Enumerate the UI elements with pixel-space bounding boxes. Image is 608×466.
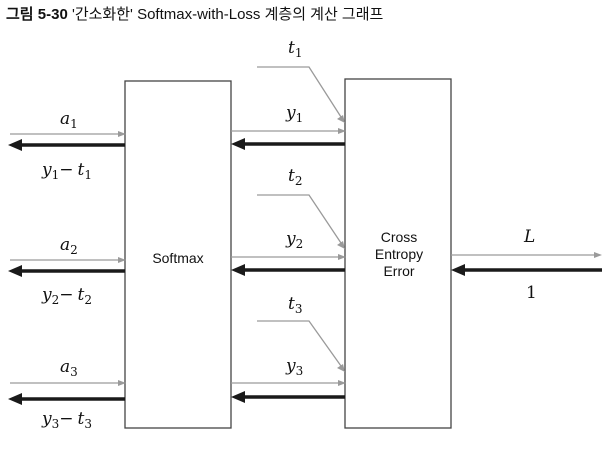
softmax-grad-2-arrowhead xyxy=(8,265,22,277)
label-t2: t2 xyxy=(288,166,302,188)
label-y1: y1 xyxy=(285,103,303,125)
cee-label-line1: Cross xyxy=(381,229,418,245)
figure-number: 그림 5-30 xyxy=(6,6,68,23)
y1-arrowhead xyxy=(338,128,346,134)
loss-grad-arrowhead xyxy=(451,264,465,276)
label-y2: y2 xyxy=(285,229,303,251)
cee-grad-2-arrowhead xyxy=(231,264,245,276)
label-grad-2: y2−t2 xyxy=(41,285,92,307)
loss-arrowhead xyxy=(594,252,602,258)
softmax-node xyxy=(124,80,232,429)
cee-label-line3: Error xyxy=(383,263,414,279)
softmax-grad-1-arrowhead xyxy=(8,139,22,151)
cross-entropy-error-node xyxy=(344,78,452,429)
cee-grad-3-arrowhead xyxy=(231,391,245,403)
cee-label-line2: Entropy xyxy=(375,246,423,262)
t1-arrow xyxy=(257,66,342,118)
label-loss: L xyxy=(523,227,535,247)
t1-arrowhead xyxy=(337,115,345,123)
label-grad-1: y1−t1 xyxy=(41,160,92,182)
t2-arrow xyxy=(257,194,342,244)
label-a3: a3 xyxy=(60,357,78,379)
softmax-label: Softmax xyxy=(152,250,203,266)
t3-arrow xyxy=(257,320,342,367)
a3-arrowhead xyxy=(118,380,126,386)
t2-arrowhead xyxy=(337,241,345,249)
a2-arrowhead xyxy=(118,257,126,263)
label-y3: y3 xyxy=(285,356,303,378)
cee-grad-1-arrowhead xyxy=(231,138,245,150)
label-t3: t3 xyxy=(288,294,302,316)
label-grad-3: y3−t3 xyxy=(41,409,92,431)
figure-title: '간소화한' Softmax-with-Loss 계층의 계산 그래프 xyxy=(71,6,384,23)
label-a2: a2 xyxy=(60,235,78,257)
label-loss-grad: 1 xyxy=(526,283,537,303)
y2-arrowhead xyxy=(338,254,346,260)
label-a1: a1 xyxy=(60,109,78,131)
y3-arrowhead xyxy=(338,380,346,386)
softmax-grad-3-arrowhead xyxy=(8,393,22,405)
t3-arrowhead xyxy=(337,364,345,372)
a1-arrowhead xyxy=(118,131,126,137)
label-t1: t1 xyxy=(288,38,302,60)
figure-caption: 그림 5-30 '간소화한' Softmax-with-Loss 계층의 계산 … xyxy=(6,3,383,24)
